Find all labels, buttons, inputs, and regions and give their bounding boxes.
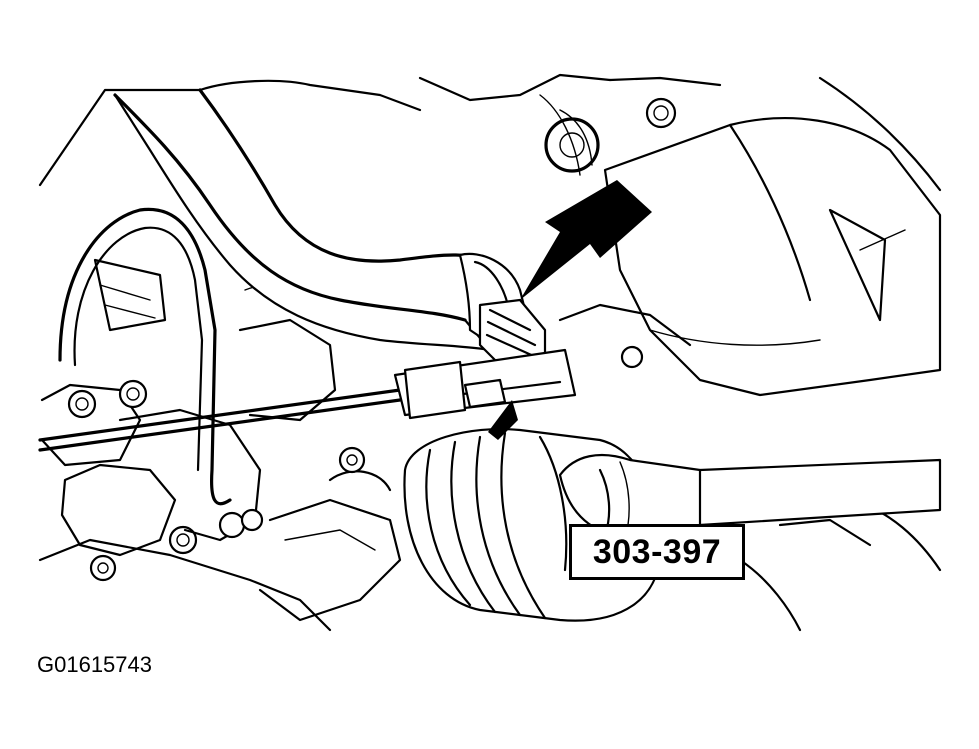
background-engine-parts [38, 73, 942, 632]
figure-id: G01615743 [37, 652, 152, 677]
tool-number-label: 303-397 [592, 532, 722, 571]
small-arrow [488, 400, 518, 440]
tool-number-callout: 303-397 [569, 524, 745, 580]
pointer-arrows [488, 180, 652, 440]
special-tool-303-397 [38, 348, 577, 452]
large-arrow [520, 180, 652, 300]
